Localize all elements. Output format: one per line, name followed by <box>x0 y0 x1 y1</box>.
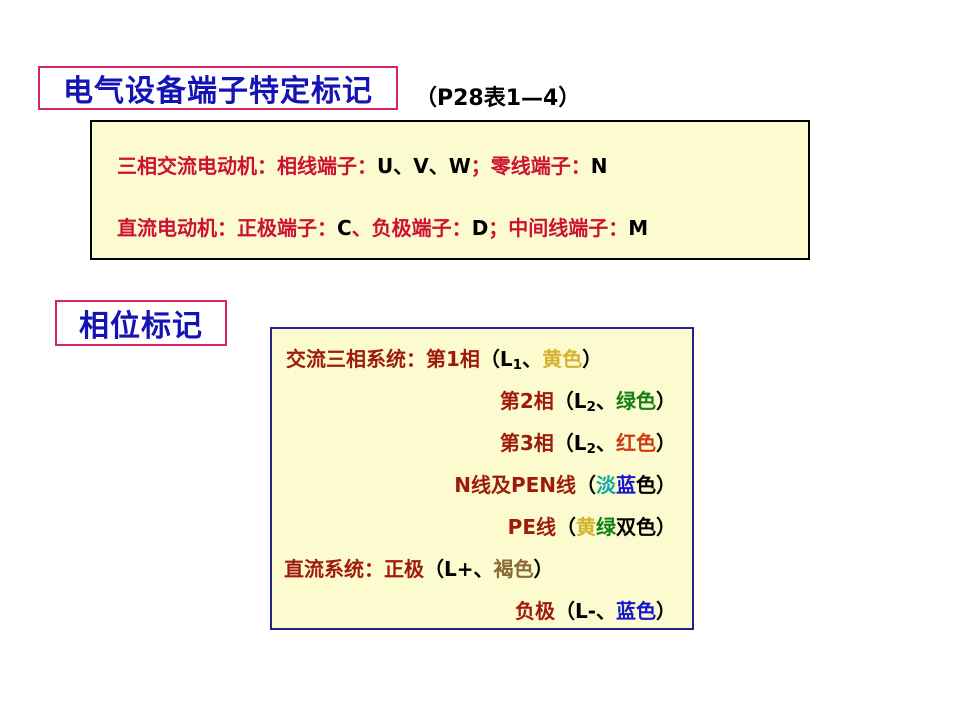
terminal-line-dc-motor: 直流电动机：正极端子：C、负极端子：D；中间线端子：M <box>117 212 648 241</box>
text-segment: 、 <box>596 389 616 413</box>
text-segment: ） <box>533 557 554 581</box>
phase-line-ac-phase-1: 交流三相系统：第1相（L1、黄色） <box>286 343 603 373</box>
text-segment: 绿 <box>596 515 616 539</box>
text-segment: 1 <box>512 356 523 373</box>
text-segment: 黄色 <box>542 347 583 371</box>
text-segment: 蓝 <box>616 473 636 497</box>
text-segment: （ <box>556 515 576 539</box>
text-segment: （ <box>576 473 596 497</box>
text-segment: U、V、W <box>377 154 471 178</box>
text-segment: ；中间线端子： <box>488 216 629 240</box>
phase-line-n-pen: N线及PEN线（淡蓝色） <box>454 469 676 498</box>
heading-label-phase-marking: 相位标记 <box>79 309 203 344</box>
phase-marking-content-box: 交流三相系统：第1相（L1、黄色） 第2相（L2、绿色） 第3相（L2、红色） … <box>270 327 694 630</box>
text-segment: 直流系统： <box>284 557 384 581</box>
reference-note: （P28表1—4） <box>415 86 581 111</box>
text-segment: D <box>471 216 489 240</box>
text-segment: 红色 <box>616 431 656 455</box>
text-segment: ） <box>656 431 676 455</box>
phase-line-dc-positive: 直流系统：正极（L+、褐色） <box>284 553 554 582</box>
text-segment: 2 <box>586 398 596 415</box>
text-segment: 直流电动机：正极端子： <box>117 216 337 240</box>
text-segment: 、负极端子： <box>351 216 472 240</box>
phase-line-dc-negative: 负极（L-、蓝色） <box>515 595 676 624</box>
text-segment: ） <box>656 389 676 413</box>
text-segment: 2 <box>586 440 596 457</box>
text-segment: ；零线端子： <box>470 154 591 178</box>
text-segment: 黄 <box>576 515 596 539</box>
text-segment: 淡 <box>596 473 616 497</box>
text-segment: 交流三相系统： <box>286 347 426 371</box>
text-segment: （L <box>553 389 587 413</box>
text-segment: 第2相 <box>499 389 554 413</box>
text-segment: 绿色 <box>616 389 656 413</box>
text-segment: 褐色 <box>493 557 534 581</box>
text-segment: C <box>337 216 352 240</box>
text-segment: 三相交流电动机：相线端子： <box>117 154 377 178</box>
text-segment: 第1相 <box>426 347 480 371</box>
phase-line-pe: PE线（黄绿双色） <box>508 511 676 540</box>
text-segment: M <box>628 216 649 240</box>
text-segment: PE线 <box>507 515 556 539</box>
text-segment: 负极 <box>514 599 555 623</box>
phase-line-ac-phase-3: 第3相（L2、红色） <box>499 427 676 457</box>
terminal-marking-content-box: 三相交流电动机：相线端子：U、V、W；零线端子：N 直流电动机：正极端子：C、负… <box>90 120 810 260</box>
text-segment: 色） <box>636 473 676 497</box>
text-segment: N <box>590 154 608 178</box>
text-segment: ） <box>582 347 603 371</box>
text-segment: 、 <box>596 431 616 455</box>
heading-box-phase-marking: 相位标记 <box>55 300 227 346</box>
text-segment: （L-、 <box>554 599 616 623</box>
heading-label-terminal-marking: 电气设备端子特定标记 <box>63 74 373 109</box>
text-segment: N线及PEN线 <box>454 473 576 497</box>
text-segment: 正极 <box>384 557 424 581</box>
text-segment: （L <box>479 347 513 371</box>
text-segment: 、 <box>522 347 543 371</box>
heading-box-terminal-marking: 电气设备端子特定标记 <box>38 66 398 110</box>
text-segment: 蓝色 <box>616 599 656 623</box>
text-segment: 双色） <box>616 515 676 539</box>
text-segment: （L+、 <box>424 557 494 581</box>
text-segment: （L <box>553 431 587 455</box>
text-segment: ） <box>656 599 676 623</box>
phase-line-ac-phase-2: 第2相（L2、绿色） <box>499 385 676 415</box>
text-segment: 第3相 <box>499 431 554 455</box>
terminal-line-ac-motor: 三相交流电动机：相线端子：U、V、W；零线端子：N <box>117 150 608 179</box>
